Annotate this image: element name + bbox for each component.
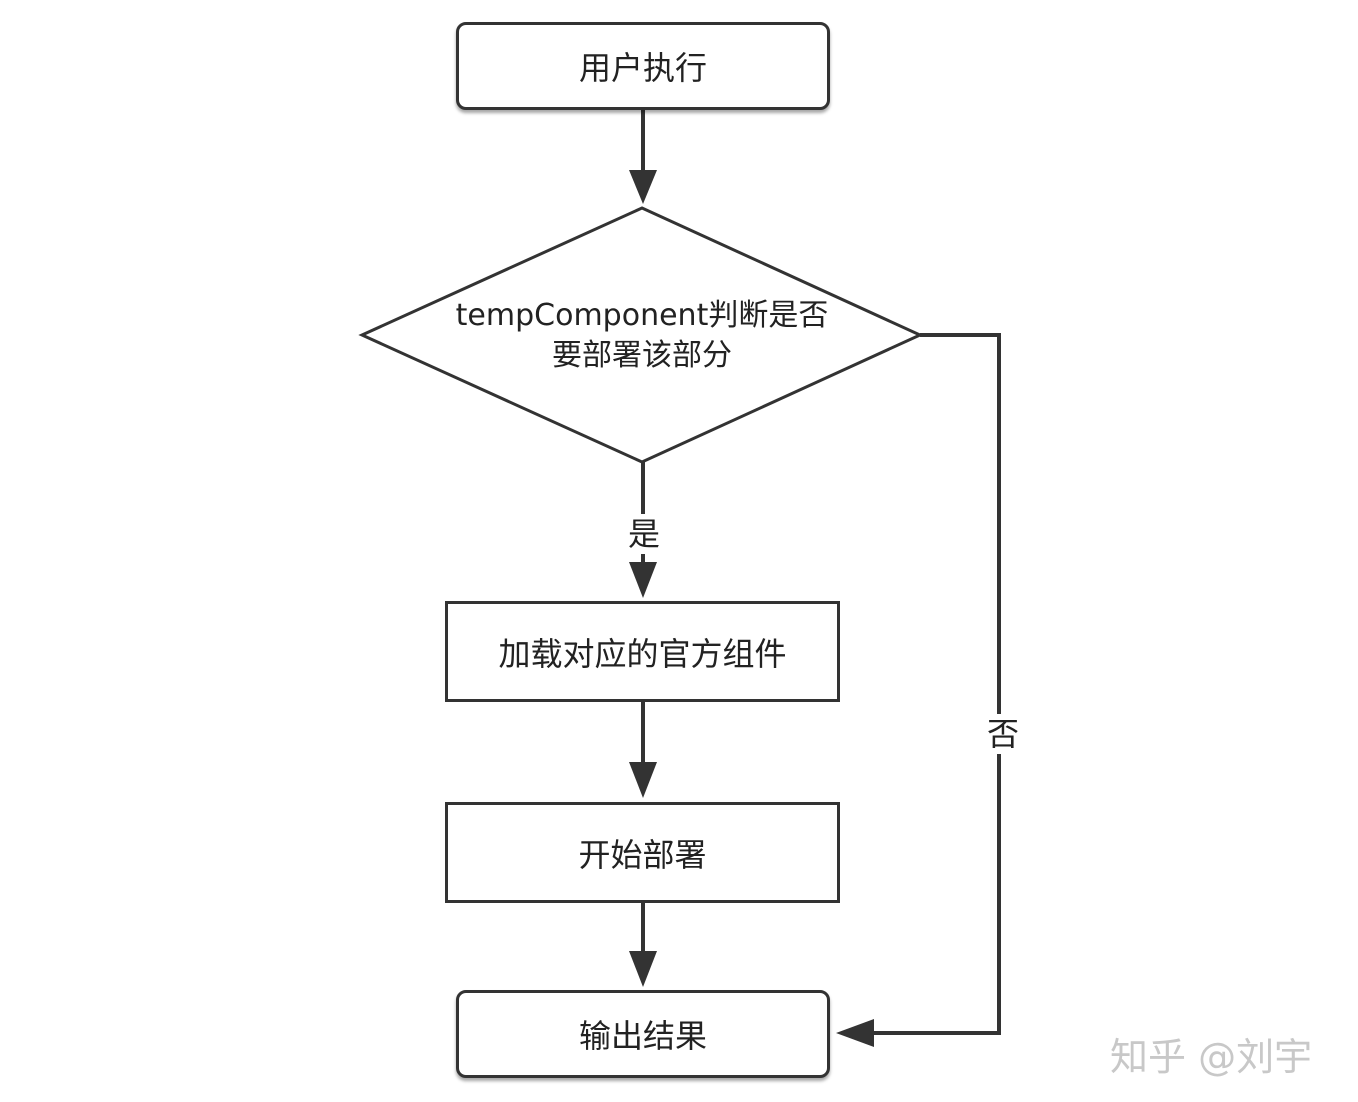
no-label: 否 xyxy=(985,714,1022,754)
load-component-label: 加载对应的官方组件 xyxy=(498,634,787,673)
arrowhead-no-to-output xyxy=(836,1019,874,1047)
edge-decision-to-output-no xyxy=(868,333,1001,1035)
load-component-node: 加载对应的官方组件 xyxy=(445,601,840,702)
decision-line-2: 要部署该部分 xyxy=(552,338,732,373)
start-deploy-node: 开始部署 xyxy=(445,802,840,903)
arrowhead-load-to-deploy xyxy=(629,762,657,798)
arrowhead-deploy-to-output xyxy=(629,951,657,987)
start-deploy-label: 开始部署 xyxy=(578,835,707,874)
arrowhead-decision-to-load xyxy=(629,562,657,598)
decision-node-label: tempComponent判断是否 要部署该部分 xyxy=(420,296,864,376)
start-node-label: 用户执行 xyxy=(578,49,707,87)
yes-label: 是 xyxy=(628,514,661,554)
output-node: 输出结果 xyxy=(456,990,830,1078)
decision-line-1: tempComponent判断是否 xyxy=(455,298,829,333)
watermark: 知乎 @刘宇 xyxy=(1110,1035,1313,1079)
start-node: 用户执行 xyxy=(456,22,830,110)
output-node-label: 输出结果 xyxy=(578,1017,707,1055)
arrowhead-start-to-decision xyxy=(629,170,657,204)
